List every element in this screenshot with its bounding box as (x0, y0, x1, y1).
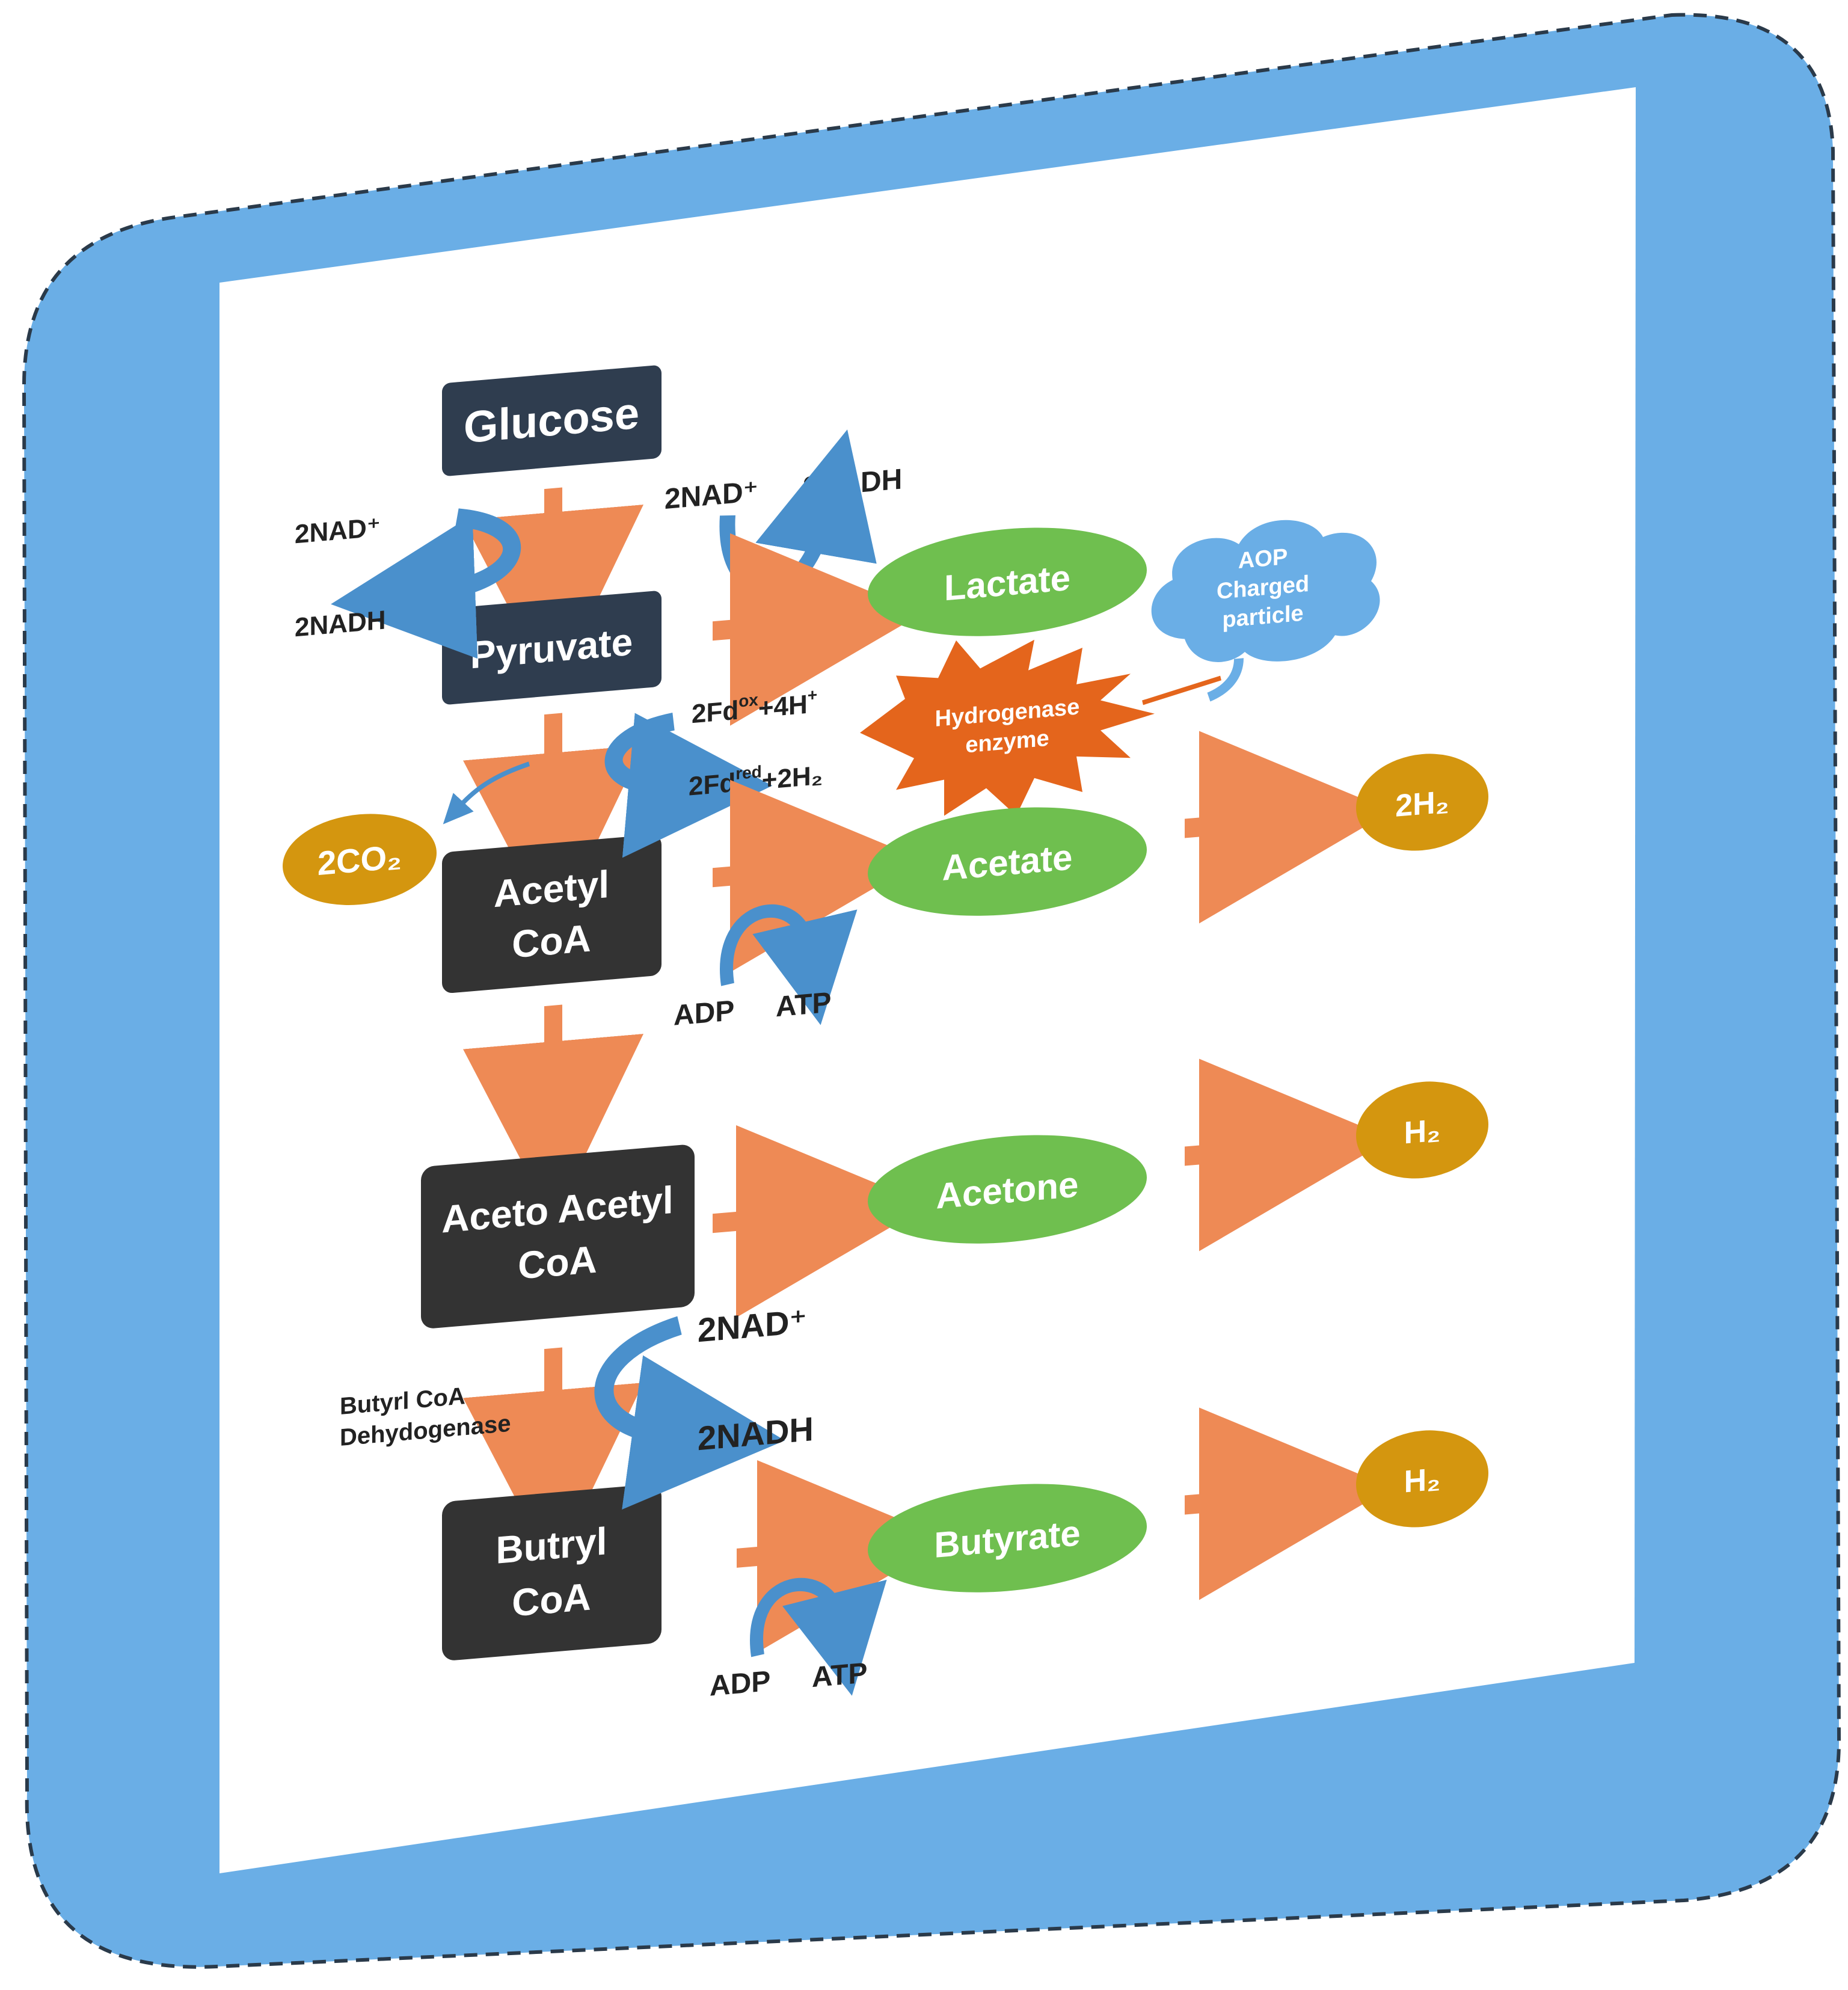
arrow-butryl-to-butyrate (737, 1460, 950, 1653)
label-atp-acetate: ATP (776, 986, 831, 1024)
node-acetyl-coa: Acetyl CoA (442, 834, 662, 993)
product-acetone (868, 1135, 1147, 1244)
node-butryl-coa-line1: Butryl (496, 1519, 607, 1572)
gas-co2 (283, 814, 437, 905)
product-butyrate (868, 1484, 1147, 1592)
label-adp-butyrate: ADP (710, 1665, 770, 1703)
node-aceto-acetyl-coa: Aceto Acetyl CoA (421, 1144, 695, 1328)
arrow-pyruvate-to-lactate (713, 533, 922, 726)
gas-co2-label: 2CO₂ (318, 837, 402, 882)
gas-h2-acetone-label: H₂ (1404, 1113, 1441, 1150)
cloud-aop: AOP Charged particle (1151, 520, 1380, 702)
arrow-butyrate-to-h2 (1185, 1407, 1392, 1600)
gas-h2-butyrate (1356, 1430, 1488, 1528)
atp-curve-acetate (720, 904, 858, 1025)
product-lactate (868, 527, 1147, 636)
label-2nad-glycolysis: 2NAD⁺ (295, 512, 381, 549)
nad-curve-butyryl (594, 1316, 785, 1510)
node-glucose: Glucose (442, 365, 662, 476)
label-adp-acetate: ADP (674, 994, 734, 1032)
product-acetate (868, 807, 1147, 916)
gas-h2-butyrate-label: H₂ (1404, 1461, 1441, 1499)
node-acetyl-coa-line1: Acetyl (494, 862, 609, 915)
arrow-to-co2 (443, 761, 530, 825)
node-pyruvate: Pyruvate (442, 591, 662, 705)
label-fd-ox: 2Fdox+4H+ (692, 686, 817, 729)
arrow-acetone-to-h2 (1185, 1058, 1392, 1251)
arrow-acetate-to-h2 (1185, 731, 1392, 924)
gas-2h2 (1356, 754, 1488, 851)
arrow-acetyl-to-acetate (713, 779, 922, 972)
white-panel (219, 87, 1636, 1873)
gas-h2-acetone (1356, 1081, 1488, 1179)
gas-2h2-label: 2H₂ (1395, 784, 1449, 824)
label-2nad-butyryl: 2NAD⁺ (698, 1302, 807, 1349)
node-acetyl-coa-line2: CoA (512, 917, 591, 966)
cloud-line1: AOP (1238, 544, 1288, 574)
hydrogenase-burst: Hydrogenase enzyme (860, 639, 1221, 816)
nad-curve-glycolysis (331, 508, 521, 659)
node-aceto-acetyl-coa-line2: CoA (518, 1238, 597, 1288)
label-2nad-lactate: 2NAD⁺ (665, 475, 758, 515)
node-butryl-coa: Butryl CoA (442, 1484, 662, 1660)
diagram-content: Glucose Pyruvate Acetyl CoA Aceto Acetyl… (283, 365, 1488, 1703)
atp-curve-butyrate (750, 1577, 887, 1696)
fd-curve (604, 713, 773, 858)
arrow-aceto-to-acetone (713, 1125, 929, 1318)
node-butryl-coa-line2: CoA (512, 1575, 591, 1625)
label-atp-butyrate: ATP (812, 1656, 867, 1694)
